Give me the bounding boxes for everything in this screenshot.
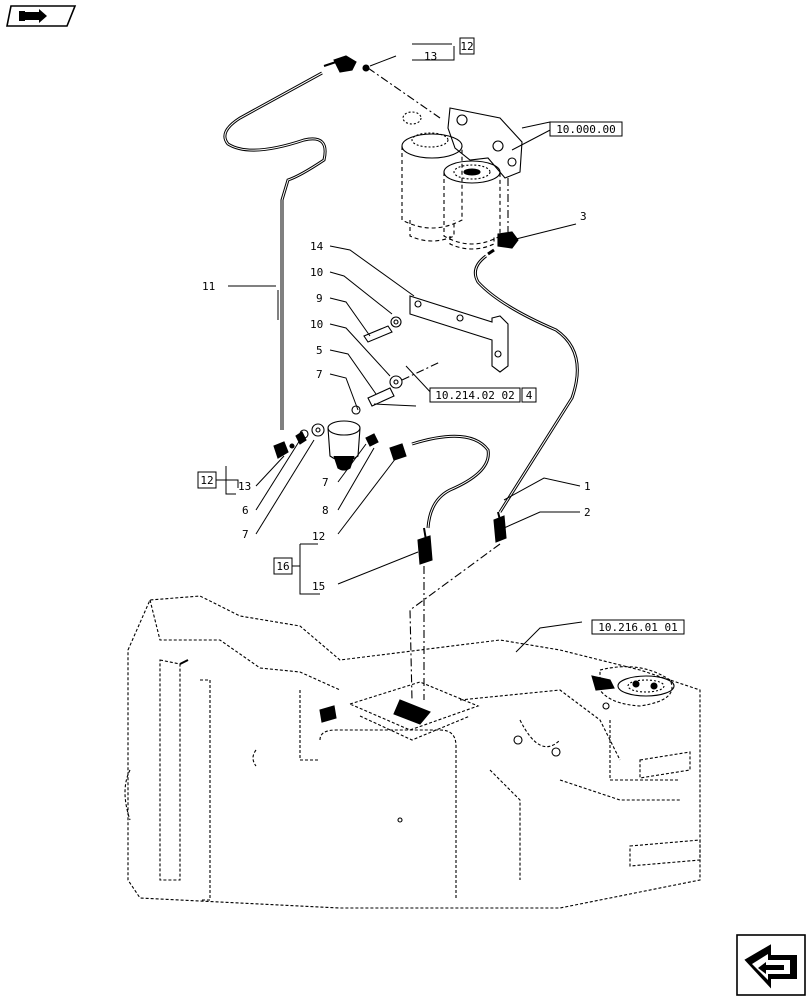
ref-filter-assembly-label: 10.000.00 [556, 123, 616, 136]
bolt-5 [367, 361, 441, 407]
callout-7a: 7 [316, 368, 323, 381]
ref-box-tank[interactable]: 10.216.01 01 [591, 619, 685, 635]
callout-9: 9 [316, 292, 323, 305]
callout-1: 1 [584, 480, 591, 493]
callout-11: 11 [202, 280, 215, 293]
fitting-3 [497, 223, 577, 249]
ref-box-16[interactable]: 16 [273, 557, 293, 575]
ref-box-filter-assembly[interactable]: 10.000.00 [521, 121, 623, 137]
callout-7b: 7 [242, 528, 249, 541]
fuel-filter-assembly [367, 67, 523, 250]
ref-12-left-label: 12 [200, 474, 213, 487]
callout-numbers: 1 2 3 5 6 7 7 7 8 9 10 10 11 12 13 13 14… [202, 50, 591, 593]
callout-leaders [224, 43, 583, 653]
fuel-pump [273, 405, 407, 471]
book-nav-button[interactable] [5, 3, 77, 29]
callout-12: 12 [312, 530, 325, 543]
connector-15 [417, 527, 433, 565]
callout-8: 8 [322, 504, 329, 517]
ref-box-12-left[interactable]: 12 [197, 471, 217, 489]
ref-pump-connector-label: 10.214.02 02 [435, 389, 514, 402]
top-banjo-fitting [323, 55, 370, 73]
pipe-1 [473, 254, 579, 513]
callout-13b: 13 [238, 480, 251, 493]
bolt-9 [363, 316, 402, 343]
grouping-brackets [216, 46, 455, 595]
callout-2: 2 [584, 506, 591, 519]
bracket-14 [409, 295, 509, 373]
next-page-button[interactable] [736, 934, 806, 996]
callout-10a: 10 [310, 266, 323, 279]
callout-10b: 10 [310, 318, 323, 331]
callout-6: 6 [242, 504, 249, 517]
ref-tank-label: 10.216.01 01 [598, 621, 677, 634]
callout-7c: 7 [322, 476, 329, 489]
fuel-tank [124, 595, 701, 909]
ref-12-top-label: 12 [460, 40, 473, 53]
callout-13a: 13 [424, 50, 437, 63]
callout-15: 15 [312, 580, 325, 593]
next-page-arrow-icon [736, 934, 806, 996]
fuel-sender-unit [591, 675, 675, 710]
book-arrow-icon [6, 5, 77, 27]
callout-5: 5 [316, 344, 323, 357]
ref-16-label: 16 [276, 560, 289, 573]
ref-pump-connector-box-label: 4 [526, 389, 533, 402]
pipe-12 [411, 434, 490, 529]
connector-2 [493, 511, 507, 543]
ref-box-pump-connector[interactable]: 10.214.02 02 4 [429, 387, 537, 403]
callout-3: 3 [580, 210, 587, 223]
ref-box-12-top[interactable]: 12 [459, 37, 475, 55]
callout-14: 14 [310, 240, 324, 253]
